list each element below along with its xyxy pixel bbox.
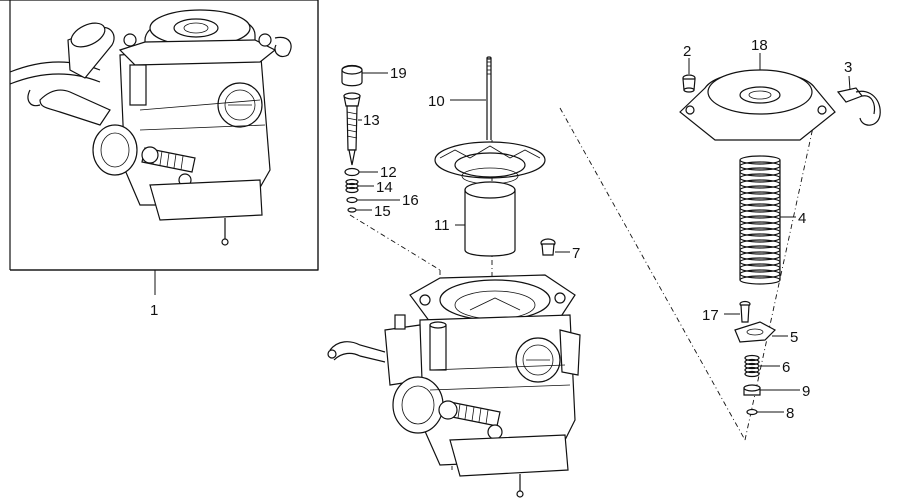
callout-11: 11 xyxy=(434,217,450,234)
callout-18: 18 xyxy=(751,37,768,54)
callout-19: 19 xyxy=(390,65,407,82)
callout-2: 2 xyxy=(683,43,691,60)
callout-13: 13 xyxy=(363,112,380,129)
callout-6: 6 xyxy=(782,359,790,376)
assembly-inset xyxy=(0,0,319,271)
callout-10: 10 xyxy=(428,93,445,110)
callout-4: 4 xyxy=(798,210,806,227)
callout-8: 8 xyxy=(786,405,794,422)
throttle-slide xyxy=(434,56,546,257)
screw-7 xyxy=(540,238,556,256)
callout-15: 15 xyxy=(374,203,391,220)
callout-1: 1 xyxy=(150,302,158,319)
callout-12: 12 xyxy=(380,164,397,181)
callout-17: 17 xyxy=(702,307,719,324)
diaphragm-cover-parts xyxy=(679,69,881,416)
jet-needle-parts xyxy=(341,64,363,213)
callout-14: 14 xyxy=(376,179,393,196)
callout-16: 16 xyxy=(402,192,419,209)
callout-3: 3 xyxy=(844,59,852,76)
callout-5: 5 xyxy=(790,329,798,346)
callout-7: 7 xyxy=(572,245,580,262)
carburetor-body xyxy=(327,274,581,498)
spring-4 xyxy=(739,155,781,285)
callout-9: 9 xyxy=(802,383,810,400)
